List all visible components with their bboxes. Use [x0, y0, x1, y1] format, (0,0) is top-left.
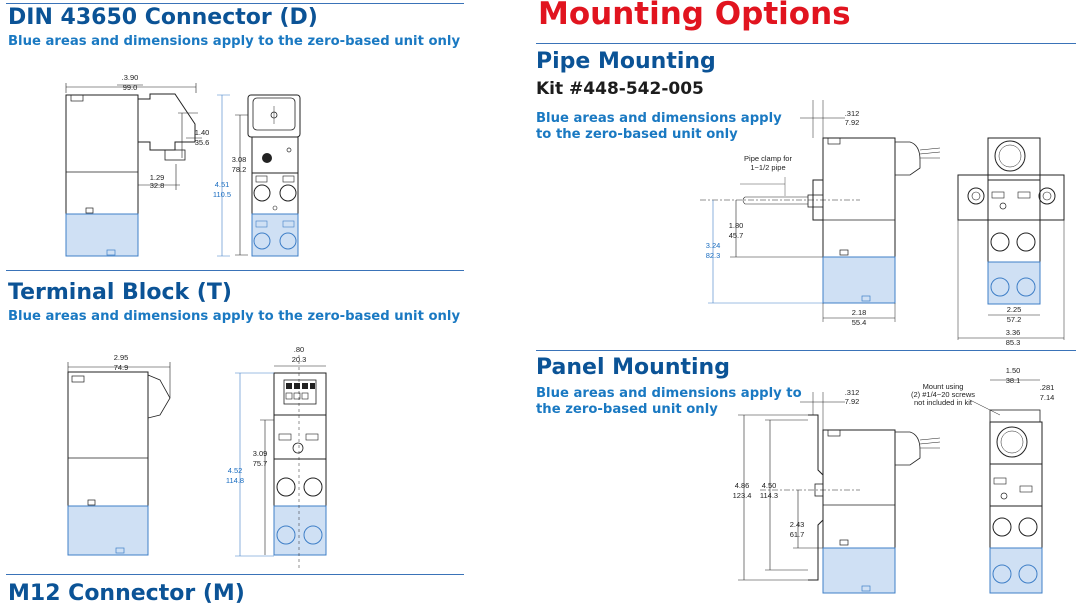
panel-t-bottom: 7.92	[845, 397, 860, 406]
panel-a-top: 4.86	[735, 481, 750, 490]
top-rule	[6, 3, 464, 4]
pipe-e-bottom: 85.3	[1006, 338, 1021, 347]
pipe-b-bottom: 82.3	[706, 251, 721, 260]
pipe-mounting-title: Pipe Mounting	[536, 49, 716, 74]
din-height1-bottom: 35.6	[195, 138, 210, 147]
panel-s-bottom: 7.14	[1040, 393, 1055, 402]
pipe-clamp-line1: Pipe clamp for	[744, 154, 792, 163]
terminal-front-bottom: 20.3	[292, 355, 307, 364]
terminal-block-note: Blue areas and dimensions apply to the z…	[8, 309, 461, 324]
pipe-c-top: 2.18	[852, 308, 867, 317]
pipe-d-top: 2.25	[1007, 305, 1022, 314]
panel-mount-line3: not included in kit	[914, 398, 973, 407]
panel-mounting-title: Panel Mounting	[536, 355, 730, 380]
pipe-t-top: .312	[845, 109, 860, 118]
panel-t-top: .312	[845, 388, 860, 397]
section-divider-2	[6, 574, 464, 575]
terminal-block-title: Terminal Block (T)	[8, 280, 232, 305]
panel-rule	[536, 350, 1076, 351]
panel-c-top: 2.43	[790, 520, 805, 529]
din-connector-note: Blue areas and dimensions apply to the z…	[8, 34, 461, 49]
pipe-note-line2: to the zero-based unit only	[536, 127, 738, 142]
pipe-d-bottom: 57.2	[1007, 315, 1022, 324]
pipe-e-top: 3.36	[1006, 328, 1021, 337]
pipe-b-top: 3.24	[706, 241, 721, 250]
din-height2-top: 3.08	[232, 155, 247, 164]
terminal-height2-bottom: 75.7	[253, 459, 268, 468]
panel-note-line1: Blue areas and dimensions apply to	[536, 386, 802, 401]
panel-b-top: 4.50	[762, 481, 777, 490]
panel-c-bottom: 61.7	[790, 530, 805, 539]
pipe-a-bottom: 45.7	[729, 231, 744, 240]
din-height2-bottom: 78.2	[232, 165, 247, 174]
panel-note-line2: the zero-based unit only	[536, 402, 718, 417]
pipe-mounting-drawing: Pipe clamp for 1−1/2 pipe .312 7.92 1.80…	[700, 100, 1065, 347]
din-width-bottom: 99.0	[123, 83, 138, 92]
panel-b-bottom: 114.3	[760, 491, 778, 500]
din-height1-top: 1.40	[195, 128, 210, 137]
panel-w-bottom: 38.1	[1006, 376, 1021, 385]
pipe-note-line1: Blue areas and dimensions apply	[536, 111, 782, 126]
din-connector-drawing: .3.90 99.0 1.40 35.6 1.29 32.8 3.08 78.2…	[65, 73, 301, 257]
din-base-bottom: 32.8	[150, 181, 165, 190]
terminal-block-drawing: 2.95 74.9 .80 20.3 3.09 75.7 4.52 114.8	[67, 345, 327, 570]
din-height3-top: 4.51	[215, 180, 230, 189]
terminal-height3-top: 4.52	[228, 466, 243, 475]
terminal-height3-bottom: 114.8	[226, 476, 244, 485]
panel-mount-line2: (2) #1/4−20 screws	[911, 390, 975, 399]
terminal-width-bottom: 74.9	[114, 363, 129, 372]
din-width-top: .3.90	[122, 73, 139, 82]
terminal-height2-top: 3.09	[253, 449, 268, 458]
din-height3-bottom: 110.5	[213, 190, 231, 199]
pipe-kit-number: Kit #448-542-005	[536, 79, 704, 99]
pipe-clamp-line2: 1−1/2 pipe	[750, 163, 785, 172]
panel-a-bottom: 123.4	[733, 491, 752, 500]
terminal-width-top: 2.95	[114, 353, 129, 362]
pipe-a-top: 1.80	[729, 221, 744, 230]
mounting-options-title: Mounting Options	[538, 0, 851, 32]
panel-w-top: 1.50	[1006, 366, 1021, 375]
pipe-t-bottom: 7.92	[845, 118, 860, 127]
mounting-rule	[536, 43, 1076, 44]
section-divider-1	[6, 270, 464, 271]
pipe-c-bottom: 55.4	[852, 318, 867, 327]
panel-s-top: .281	[1040, 383, 1055, 392]
terminal-front-top: .80	[294, 345, 304, 354]
panel-mount-line1: Mount using	[923, 382, 964, 391]
din-base-top: 1.29	[150, 173, 165, 182]
din-connector-title: DIN 43650 Connector (D)	[8, 5, 318, 30]
m12-connector-title: M12 Connector (M)	[8, 581, 245, 606]
